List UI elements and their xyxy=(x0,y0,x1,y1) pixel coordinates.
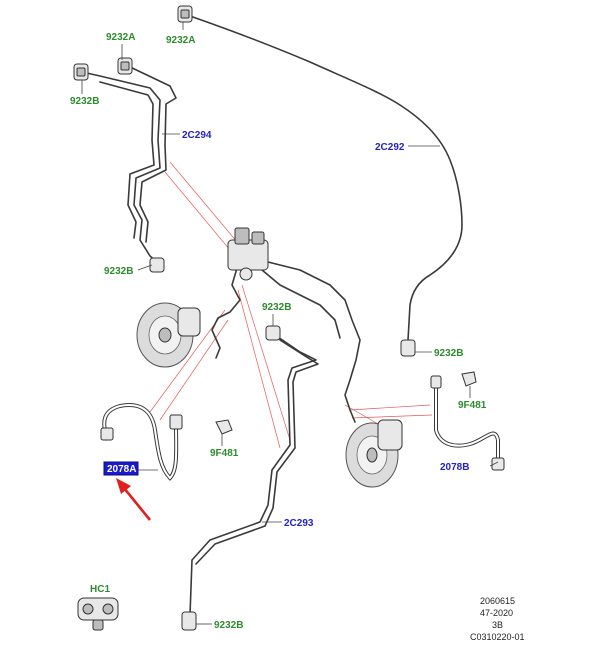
flexible-hose-2078a xyxy=(100,403,183,481)
label-2c293: 2C293 xyxy=(284,518,314,529)
bracket-9232a-top xyxy=(177,5,193,23)
label-9232a-top: 9232A xyxy=(166,35,195,46)
brake-disc-right xyxy=(345,419,403,488)
brake-pipe-2c294 xyxy=(81,65,177,263)
label-9232a-left: 9232A xyxy=(106,32,135,43)
reference-line-1: 2060615 xyxy=(480,596,515,606)
label-9f481-left: 9F481 xyxy=(210,448,239,459)
reference-block: 2060615 47-2020 3B C0310220-01 xyxy=(470,596,525,642)
abs-routing-pipes xyxy=(211,257,361,423)
bracket-9232b-bottom xyxy=(181,611,197,631)
red-arrow xyxy=(116,478,152,521)
bracket-9232b-middle xyxy=(265,325,281,341)
bracket-9232b-lower-left xyxy=(149,257,165,273)
label-2078a: 2078A xyxy=(107,464,136,475)
label-9232b-middle: 9232B xyxy=(262,302,291,313)
brake-pipe-2c293 xyxy=(189,334,319,616)
reference-line-2: 47-2020 xyxy=(480,608,513,618)
label-9232b-lower-left: 9232B xyxy=(104,266,133,277)
reference-line-3: 3B xyxy=(492,620,503,630)
label-2c292: 2C292 xyxy=(375,142,405,153)
label-9f481-right: 9F481 xyxy=(458,400,487,411)
label-9232b-left: 9232B xyxy=(70,96,99,107)
label-2078a-highlight: 2078A xyxy=(103,461,139,476)
label-hc1: HC1 xyxy=(90,584,110,595)
brake-disc-left xyxy=(136,302,201,368)
label-leader-lines xyxy=(81,22,499,625)
bracket-9232b-right xyxy=(400,339,416,357)
flexible-hose-2078b xyxy=(430,375,505,471)
clip-9f481-left xyxy=(215,419,233,435)
label-9232b-bottom: 9232B xyxy=(214,620,243,631)
label-2c294: 2C294 xyxy=(182,130,212,141)
clip-hc1 xyxy=(77,597,119,631)
abs-modulator xyxy=(227,227,269,281)
label-9232b-right: 9232B xyxy=(434,348,463,359)
bracket-9232a-left xyxy=(117,57,133,75)
label-2078b: 2078B xyxy=(440,462,469,473)
clip-9f481-right xyxy=(461,371,477,387)
bracket-9232b-left xyxy=(73,63,89,81)
reference-line-4: C0310220-01 xyxy=(470,632,525,642)
brake-pipe-2c292 xyxy=(189,15,463,341)
